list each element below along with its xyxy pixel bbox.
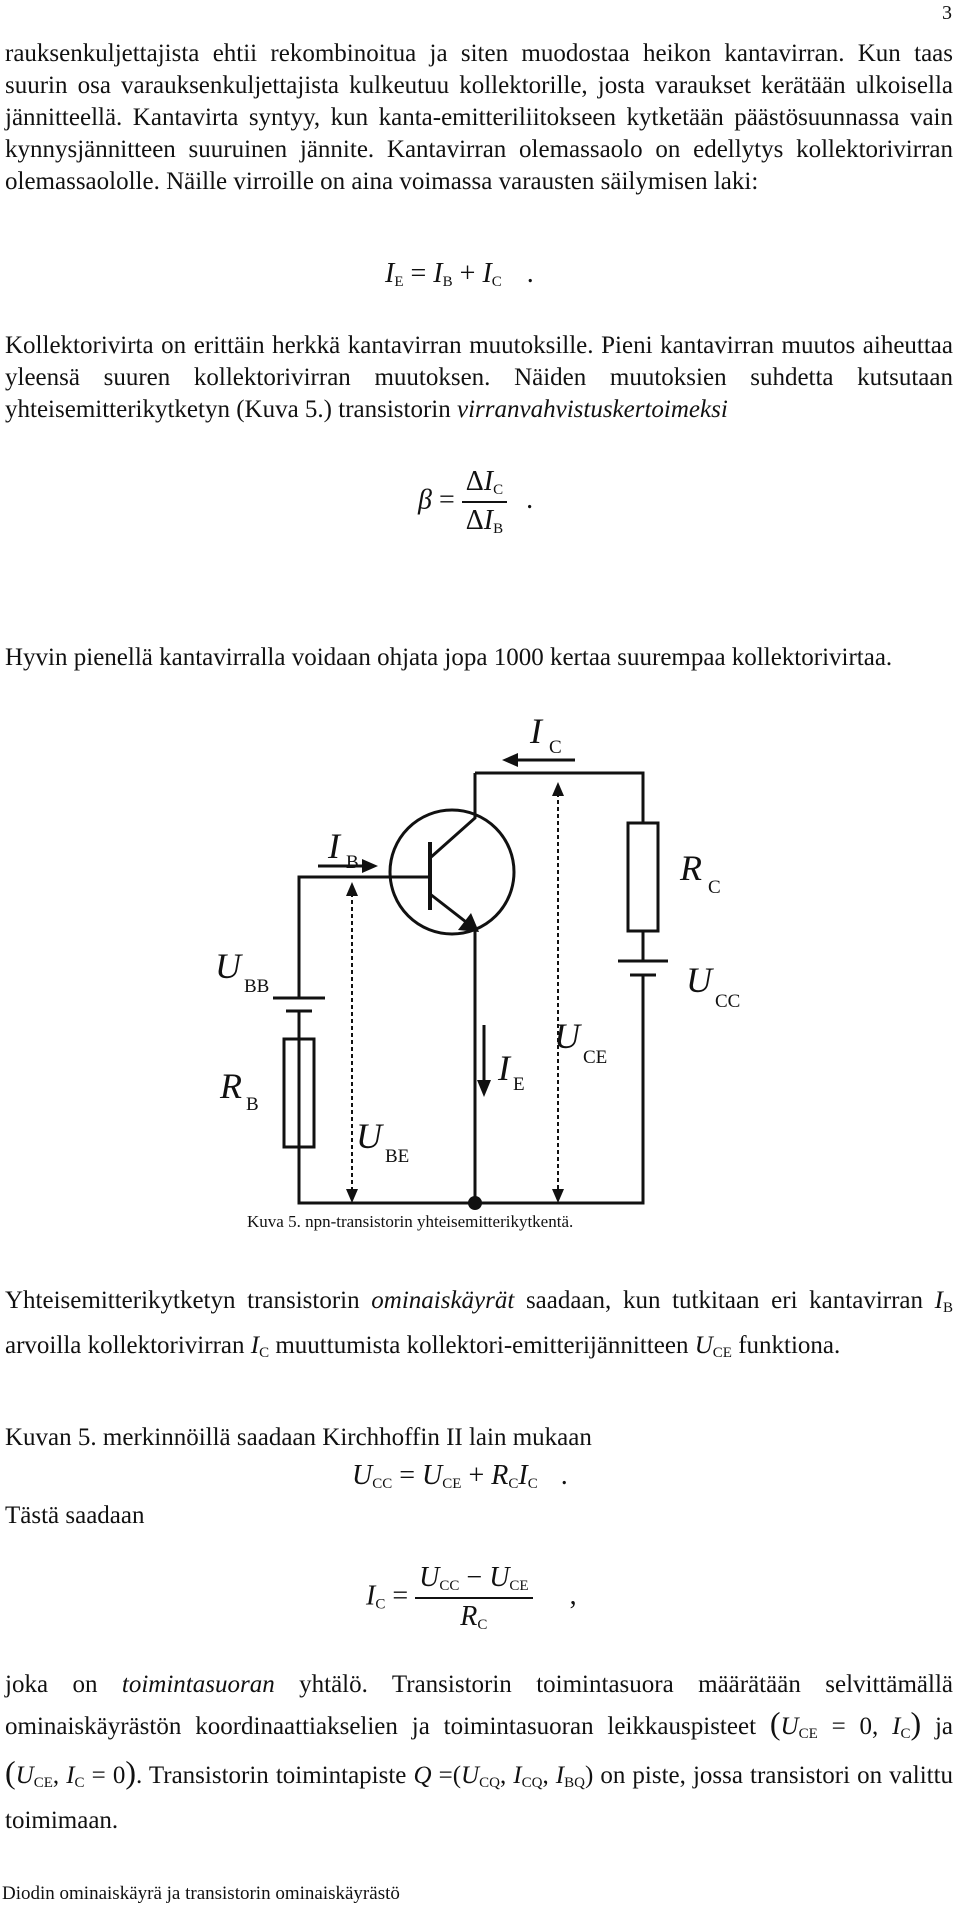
ib-arrow-head [362, 859, 378, 873]
label-rb: R [219, 1066, 242, 1106]
paragraph-derivation: Tästä saadaan [5, 1502, 145, 1529]
figure-caption: Kuva 5. npn-transistorin yhteisemitterik… [247, 1212, 574, 1231]
page-number: 3 [942, 2, 952, 24]
equation-load-line: IC = UCC − UCE RC , [366, 1562, 577, 1633]
paragraph-characteristics: Yhteisemitterikytketyn transistorin omin… [5, 1287, 953, 1361]
ube-arrow-top [346, 882, 358, 896]
uce-arrow-bottom [552, 1189, 564, 1203]
wire-bottom-loop [297, 975, 645, 1205]
resistor-rc [626, 821, 660, 933]
junction-dot [468, 1196, 482, 1210]
label-ube: U [356, 1116, 384, 1156]
label-ube-sub: BE [385, 1146, 409, 1167]
label-rc: R [679, 848, 702, 888]
label-uce-sub: CE [583, 1047, 607, 1068]
label-rc-sub: C [708, 877, 721, 898]
uce-arrow-top [552, 782, 564, 796]
label-ie: I [497, 1048, 512, 1088]
transistor-collector [429, 773, 477, 860]
label-ucc-sub: CC [715, 991, 740, 1012]
label-ic-sub: C [549, 737, 562, 758]
term-current-gain: virranvahvistuskertoimeksi [457, 396, 728, 423]
label-ubb-sub: BB [244, 976, 269, 997]
wire-collector-top [475, 771, 645, 823]
transistor-emitter [429, 892, 477, 1203]
ic-arrow-head [502, 753, 518, 767]
paragraph-gain-note: Hyvin pienellä kantavirralla voidaan ohj… [5, 644, 893, 671]
paragraph-load-line: joka on toimintasuoran yhtälö. Transisto… [5, 1671, 954, 1834]
label-rb-sub: B [246, 1094, 259, 1115]
paragraph-current-gain: Kollektorivirta on erittäin herkkä kanta… [5, 332, 953, 423]
equation-beta: β = ΔIC ΔIB . [418, 466, 534, 537]
resistor-rb [282, 1037, 316, 1149]
ube-arrow-bottom [346, 1189, 358, 1203]
emitter-arrow [458, 913, 479, 932]
paragraph-kirchhoff: Kuvan 5. merkinnöillä saadaan Kirchhoffi… [5, 1424, 592, 1451]
paragraph-intro: rauksenkuljettajista ehtii rekombinoitua… [5, 40, 953, 195]
transistor-symbol [388, 808, 516, 936]
equation-current-conservation: IE = IB + IC . [385, 258, 534, 290]
label-ib: I [327, 826, 342, 866]
ie-arrow-head [477, 1080, 491, 1097]
label-ib-sub: B [346, 852, 359, 873]
label-ic: I [529, 711, 544, 751]
equation-kirchhoff: UCC = UCE + RCIC . [352, 1460, 568, 1492]
label-ie-sub: E [513, 1074, 525, 1095]
label-uce: U [554, 1016, 582, 1056]
label-ubb: U [215, 946, 243, 986]
page-footer: Diodin ominaiskäyrä ja transistorin omin… [2, 1883, 400, 1904]
wire-base [297, 875, 430, 998]
label-ucc: U [686, 960, 714, 1000]
